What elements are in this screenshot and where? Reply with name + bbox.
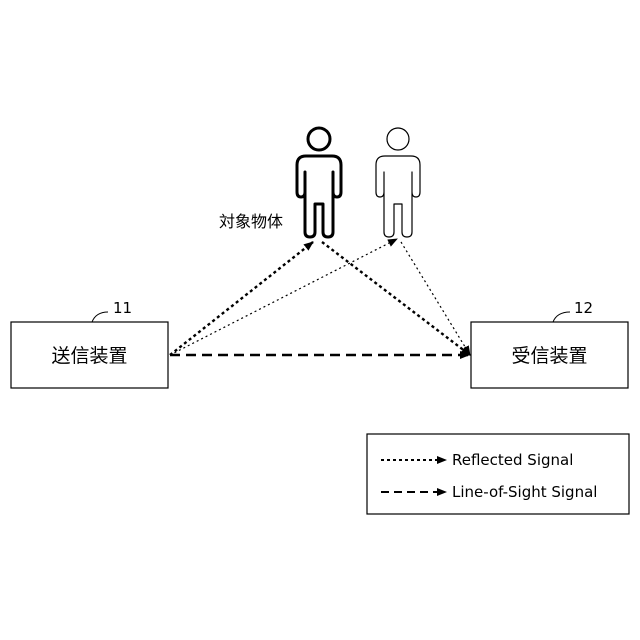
receiver-label: 受信装置 (511, 345, 587, 367)
transmitter-device: 送信装置 11 (11, 299, 168, 388)
legend-box (367, 434, 629, 514)
person-icon (297, 128, 341, 237)
legend-line-of-sight-label: Line-of-Sight Signal (452, 483, 597, 501)
target-object-label: 対象物体 (219, 212, 283, 231)
receiver-ref-leader (553, 312, 570, 322)
reflected-signal-path-person2-to-rx (401, 242, 470, 355)
legend: Reflected Signal Line-of-Sight Signal (367, 434, 629, 514)
reflected-signal-path-person1-to-rx (322, 242, 470, 355)
reflected-signal-path-tx-to-person1 (170, 242, 313, 355)
person-outline-icon (376, 128, 420, 237)
signal-paths (170, 239, 470, 355)
legend-reflected-label: Reflected Signal (452, 451, 573, 469)
receiver-ref-number: 12 (574, 299, 593, 317)
transmitter-label: 送信装置 (51, 345, 127, 367)
receiver-device: 受信装置 12 (471, 299, 628, 388)
transmitter-ref-leader (92, 312, 108, 322)
reflected-signal-path-tx-to-person2 (170, 239, 397, 355)
transmitter-ref-number: 11 (113, 299, 132, 317)
